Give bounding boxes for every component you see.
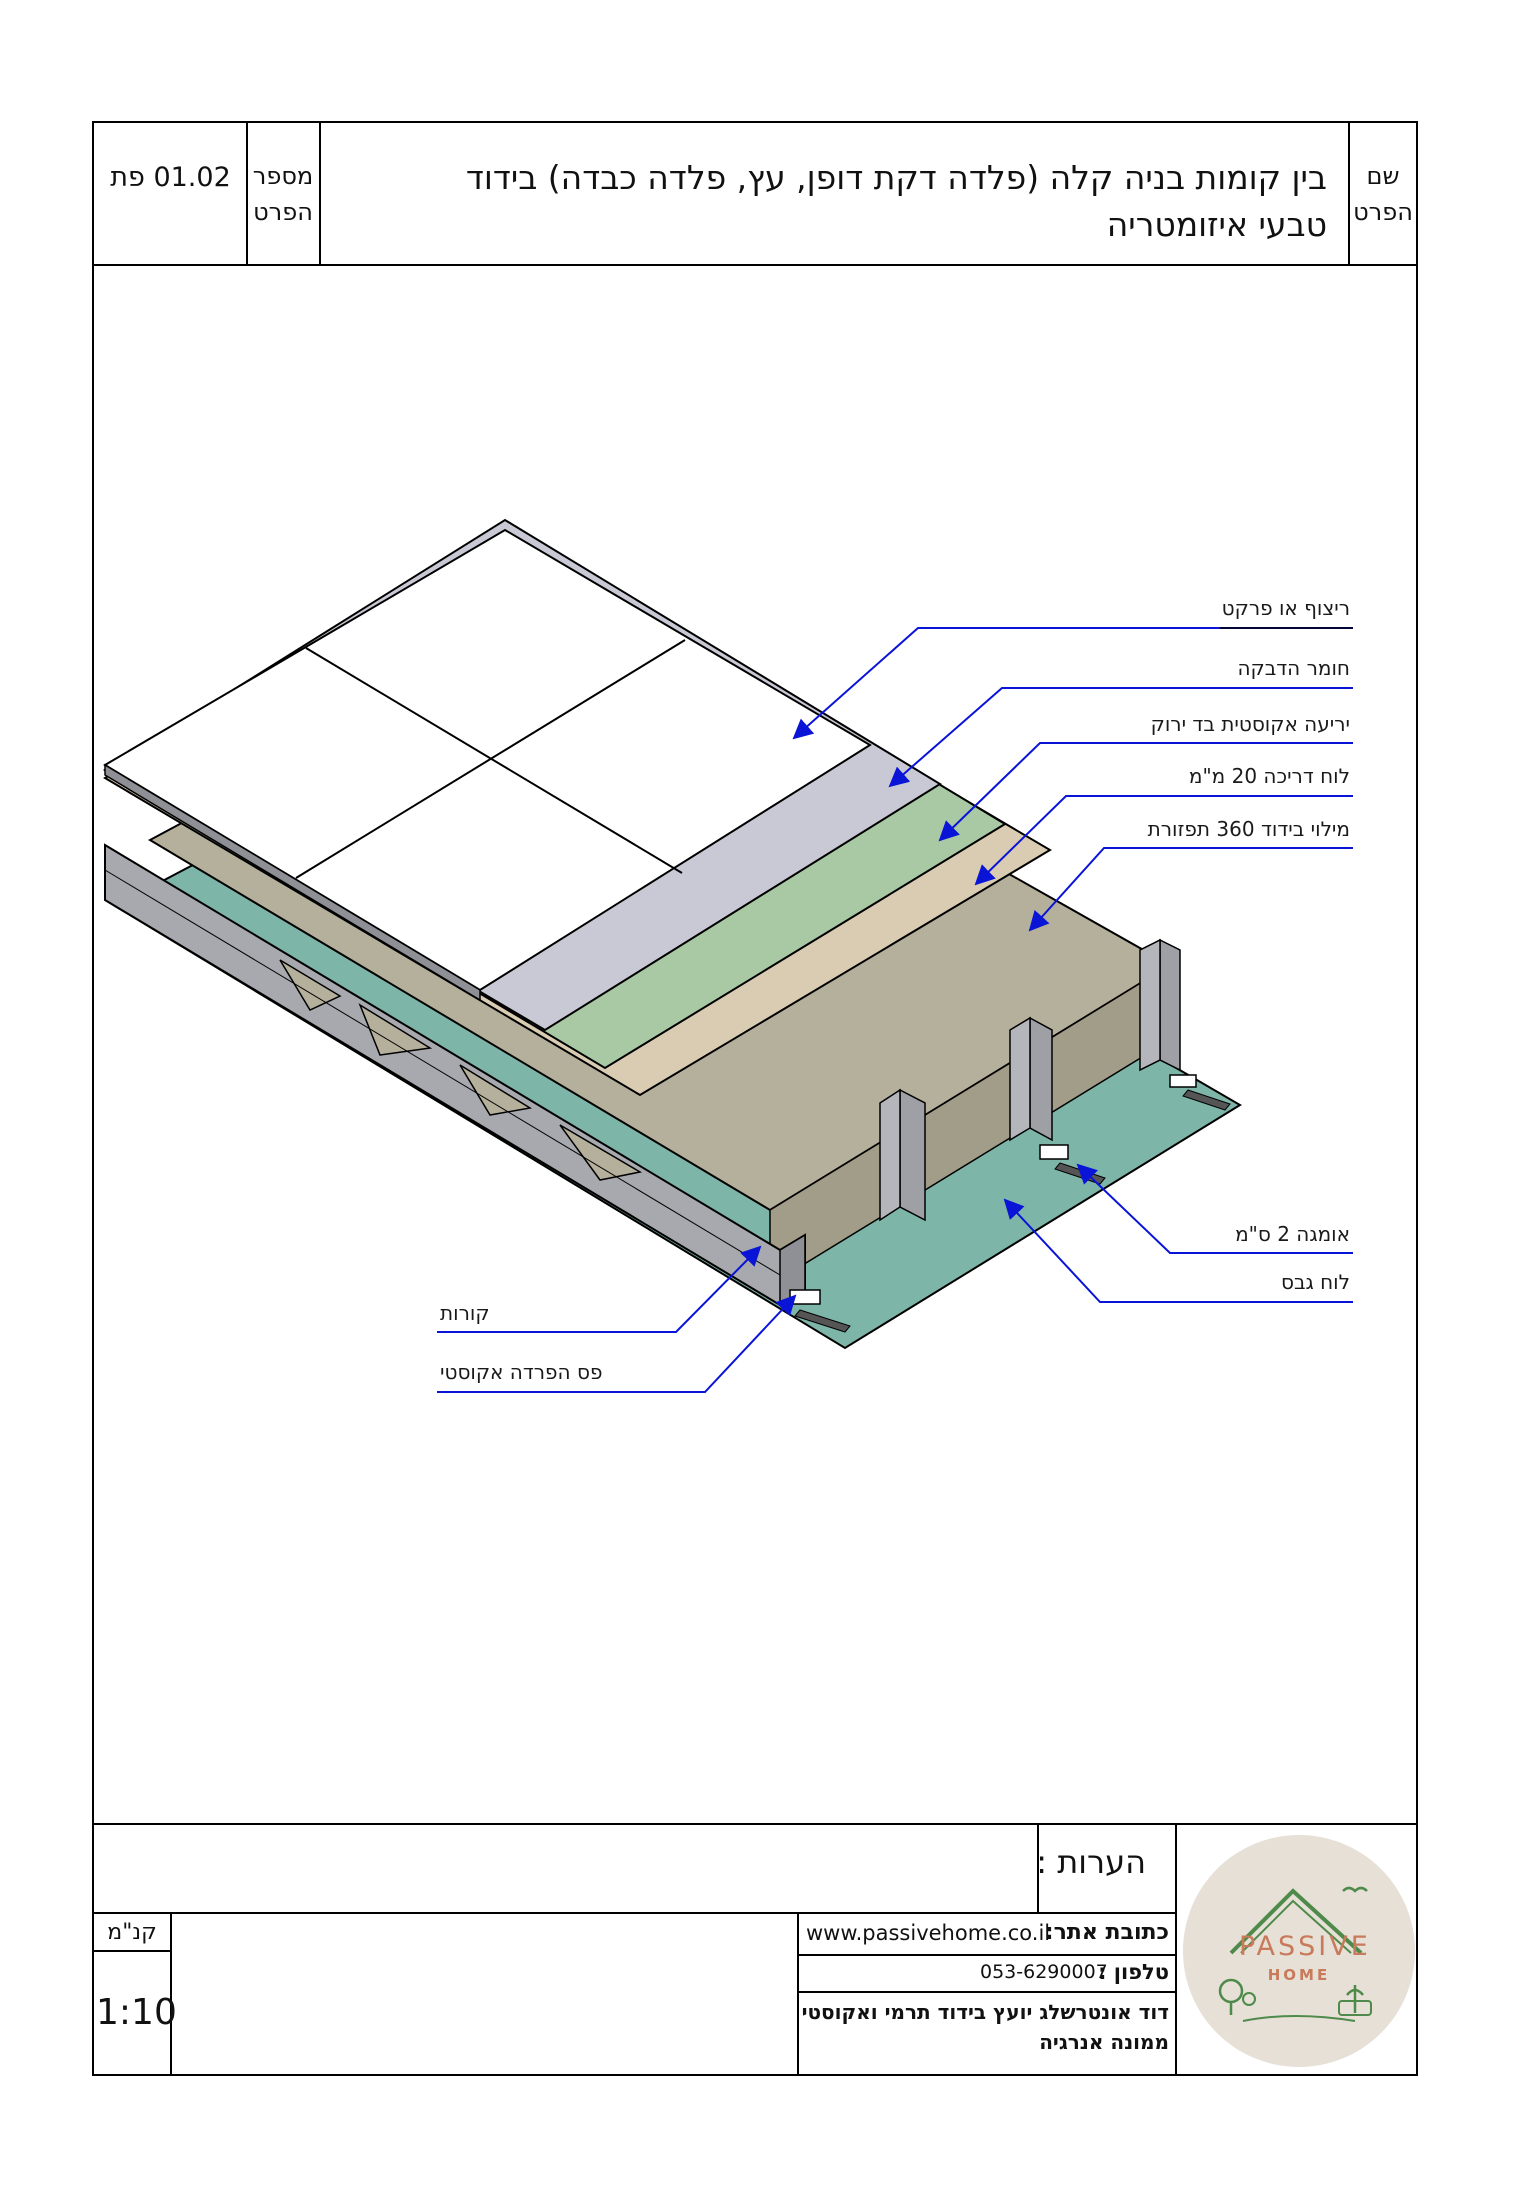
- footer-divider-2: [92, 1912, 1177, 1914]
- footer-col-contact: [797, 1912, 799, 2076]
- footer-col-scale: [170, 1912, 172, 2076]
- contact-divider-2: [797, 1991, 1177, 1993]
- footer-col-notes: [1037, 1823, 1039, 1913]
- callout-omega: אומגה 2 ס"מ: [1235, 1222, 1350, 1246]
- footer-col-logo: [1175, 1823, 1177, 2076]
- scale-value: 1:10: [96, 1992, 177, 2033]
- drawing-sheet: [92, 121, 1418, 2076]
- joist-post-3: [879, 1088, 926, 1222]
- scale-divider: [92, 1950, 172, 1952]
- consultant-line1: דוד אונטרשלג יועץ בידוד תרמי ואקוסטי: [801, 2000, 1169, 2024]
- joist-post-2: [1009, 1016, 1053, 1142]
- consultant-line2: ממונה אנרגיה: [1039, 2030, 1169, 2054]
- logo-word-passive: PASSIVE: [1239, 1931, 1371, 1962]
- phone-label: טלפון :: [1098, 1960, 1169, 1984]
- header-col-divider-2: [319, 121, 321, 266]
- leader-omega: [1076, 1163, 1353, 1254]
- footer-divider: [92, 1823, 1418, 1825]
- top-slab-edge: [104, 763, 481, 1002]
- header-divider: [92, 264, 1418, 266]
- leader-membrane: [938, 742, 1353, 842]
- callout-subfloor-board: לוח דריכה 20 מ"מ: [1188, 764, 1350, 788]
- website-label: כתובת אתר:: [1044, 1920, 1169, 1945]
- callout-adhesive: חומר הדבקה: [1237, 656, 1350, 680]
- contact-divider-1: [797, 1954, 1177, 1956]
- leader-gypsum: [1003, 1198, 1353, 1303]
- truss-openings: [279, 959, 643, 1181]
- detail-number-label: מספר הפרט: [252, 162, 314, 226]
- joist-post-1: [1139, 938, 1181, 1072]
- callout-gypsum: לוח גבס: [1280, 1270, 1350, 1294]
- website-link[interactable]: www.passivehome.co.il: [806, 1921, 1051, 1945]
- house-roof-icon: [1218, 1886, 1372, 2022]
- detail-number-value: 01.02 פת: [110, 162, 231, 193]
- notes-label: הערות :: [1036, 1843, 1146, 1881]
- detail-title-line2: טבעי איזומטריה: [1106, 205, 1327, 244]
- callout-floor-tile: ריצוף או פרקט: [1221, 596, 1350, 620]
- callout-joists: קורות: [440, 1301, 490, 1325]
- header-col-divider-3: [246, 121, 248, 266]
- leader-acoustic-strip: [437, 1294, 797, 1393]
- leader-subfloor: [974, 795, 1353, 886]
- callout-insulation: מילוי בידוד 360 תפזורת: [1147, 817, 1350, 841]
- scale-label: קנ"מ: [107, 1920, 157, 1945]
- callout-acoustic-membrane: יריעה אקוסטית בד ירוק: [1150, 712, 1350, 736]
- phone-value: 053-6290007: [980, 1961, 1108, 1983]
- header-col-divider-1: [1348, 121, 1350, 266]
- tile-grid-line: [305, 647, 683, 874]
- logo-word-home: HOME: [1267, 1966, 1331, 1984]
- tile-grid-line: [295, 639, 686, 879]
- leader-adhesive: [888, 687, 1353, 788]
- passive-home-logo: PASSIVE HOME: [1183, 1835, 1415, 2067]
- leader-joists: [437, 1245, 762, 1333]
- leader-floor-tile: [792, 627, 1353, 740]
- callout-acoustic-strip: פס הפרדה אקוסטי: [440, 1360, 603, 1384]
- leader-insulation: [1028, 847, 1353, 932]
- detail-name-label: שם הפרט: [1353, 162, 1413, 226]
- detail-title-line1: בין קומות בניה קלה (פלדה דקת דופן, עץ, פ…: [465, 158, 1327, 197]
- acoustic-strip-3: [1169, 1074, 1231, 1111]
